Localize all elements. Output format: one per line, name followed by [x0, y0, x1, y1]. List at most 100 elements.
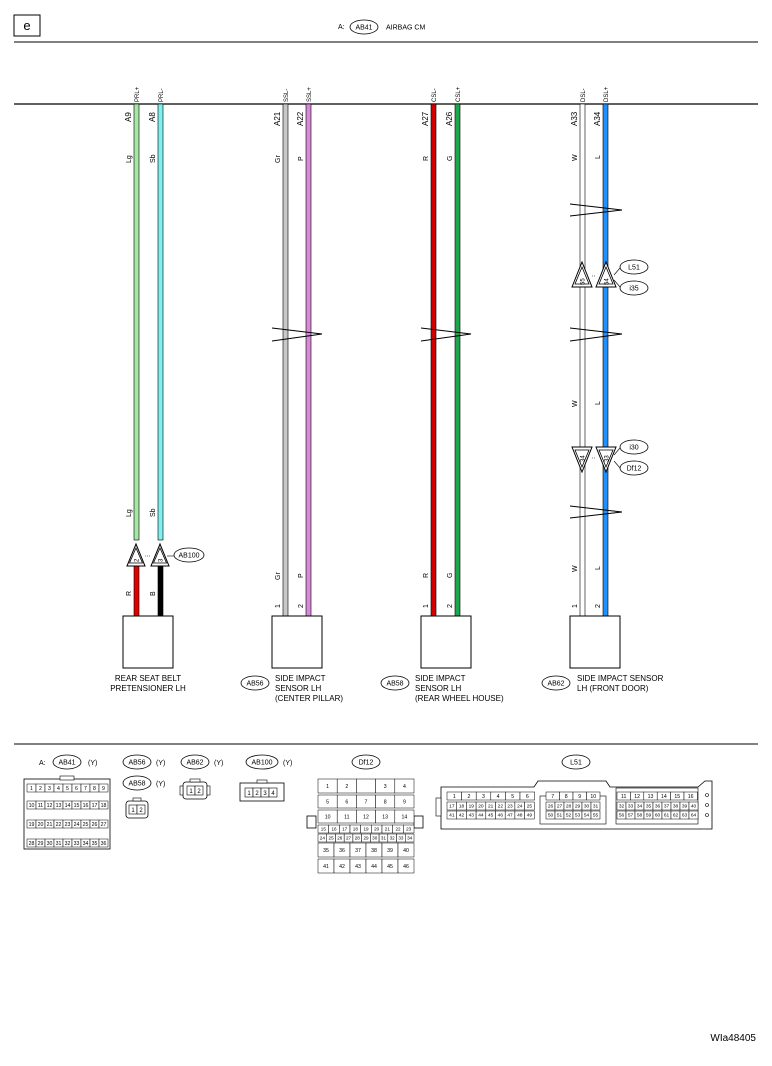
pin-number: 7	[551, 794, 554, 800]
pin-number: 26	[548, 804, 554, 810]
pin-number: 10	[590, 794, 596, 800]
inline-connector-i30-df12: 34 33 i30 Df12	[571, 439, 649, 476]
legend-pin: 1	[247, 791, 251, 797]
wire-ssl-minus	[282, 103, 289, 617]
pin-cell	[688, 810, 699, 820]
pin-number: 24	[517, 804, 523, 810]
color-code-label: R	[423, 573, 430, 578]
pin-number: 46	[498, 813, 504, 819]
connector-pin: 55	[581, 278, 587, 285]
color-code-label: Sb	[150, 154, 157, 163]
pin-number: 19	[29, 822, 35, 828]
pin-number: 6	[345, 799, 348, 805]
pin-number: 64	[691, 813, 697, 819]
circuit-side-impact-rear-wheel-house: CSL- CSL+ A27 A26 R G R G 1 2 AB58 SIDE …	[380, 86, 504, 703]
pin-number: 13	[648, 794, 654, 800]
connector-tag: i30	[629, 445, 638, 452]
pin-number: 50	[548, 813, 554, 819]
pin-number: 31	[56, 841, 62, 847]
pin-number: 12	[47, 803, 53, 809]
legend-color: (Y)	[214, 760, 223, 767]
pin-number: 32	[619, 804, 625, 810]
pin-number: 44	[371, 864, 377, 870]
wire-break-symbol	[569, 203, 623, 217]
pin-number: 16	[688, 794, 694, 800]
pin-number: 12	[634, 794, 640, 800]
legend-color: (Y)	[156, 781, 165, 788]
pin-number: 60	[655, 813, 661, 819]
pin-number: 29	[575, 804, 581, 810]
diagram-header: A: AB41 AIRBAG CM	[338, 19, 425, 35]
pin-number: 40	[403, 848, 409, 854]
pin-number: 14	[402, 814, 408, 820]
pin-number: 44	[478, 813, 484, 819]
color-code-label: G	[447, 573, 454, 578]
pin-cell	[524, 810, 535, 820]
pin-number: 55	[593, 813, 599, 819]
pin-number: 17	[449, 804, 455, 810]
bottom-pin-label: 1	[275, 604, 282, 608]
pin-cell	[524, 801, 535, 811]
component-tag: AB58	[386, 681, 403, 688]
legend-color: (Y)	[283, 760, 292, 767]
pin-cell	[590, 810, 601, 820]
pin-number: 1	[326, 784, 329, 790]
pin-number: 62	[673, 813, 679, 819]
color-code-label: P	[298, 156, 305, 161]
connector-tag: L51	[628, 265, 640, 272]
legend-tag: L51	[570, 760, 582, 767]
pin-number: 28	[29, 841, 35, 847]
color-code-label: L	[595, 566, 602, 570]
pin-label: A22	[296, 111, 305, 126]
pin-cell	[586, 791, 601, 801]
pin-number: 36	[655, 804, 661, 810]
page-letter: e	[23, 18, 30, 33]
legend-ab62: AB62 (Y) 1 2	[179, 754, 223, 800]
footer-code: WIa48405	[710, 1033, 756, 1044]
pin-number: 15	[321, 827, 327, 832]
pin-cell	[683, 791, 698, 801]
inline-connector-l51-i35: 55 54 L51 i35	[571, 259, 649, 296]
pin-number: 29	[38, 841, 44, 847]
connector-pin: 54	[605, 278, 611, 285]
color-code-label: P	[298, 573, 305, 578]
pin-number: 43	[469, 813, 475, 819]
pin-number: 20	[38, 822, 44, 828]
bottom-pin-label: 2	[447, 604, 454, 608]
legend-ab100: AB100 (Y) 1 2 3 4	[239, 754, 292, 802]
pin-label: A9	[124, 112, 133, 122]
header-title: AIRBAG CM	[386, 25, 425, 32]
pin-number: 11	[344, 814, 349, 820]
pin-number: 56	[619, 813, 625, 819]
pin-number: 19	[469, 804, 475, 810]
pin-number: 4	[403, 784, 406, 790]
pin-number: 5	[511, 794, 514, 800]
pin-number: 17	[92, 803, 98, 809]
header-prefix: A:	[338, 24, 345, 31]
inline-connector-ab100: 2 3 AB100	[126, 542, 205, 567]
pin-cell	[98, 819, 109, 829]
pin-number: 18	[101, 803, 107, 809]
pin-number: 8	[93, 786, 96, 792]
bottom-pin-label: 2	[298, 604, 305, 608]
wire-r-lower	[133, 561, 140, 617]
pin-number: 13	[382, 814, 388, 820]
color-code-label: Sb	[150, 508, 157, 517]
bottom-pin-label: 2	[595, 604, 602, 608]
pin-number: 25	[527, 804, 533, 810]
pin-number: 58	[637, 813, 643, 819]
pin-cell	[397, 858, 415, 874]
pin-number: 4	[497, 794, 500, 800]
bottom-pin-label: 1	[423, 604, 430, 608]
pin-number: 63	[682, 813, 688, 819]
header-connector-label: AB41	[355, 25, 372, 32]
color-code-label: W	[572, 565, 579, 572]
pin-number: 6	[526, 794, 529, 800]
legend-prefix: A:	[39, 760, 46, 767]
component-box	[122, 615, 174, 669]
pin-number: 34	[407, 836, 413, 841]
